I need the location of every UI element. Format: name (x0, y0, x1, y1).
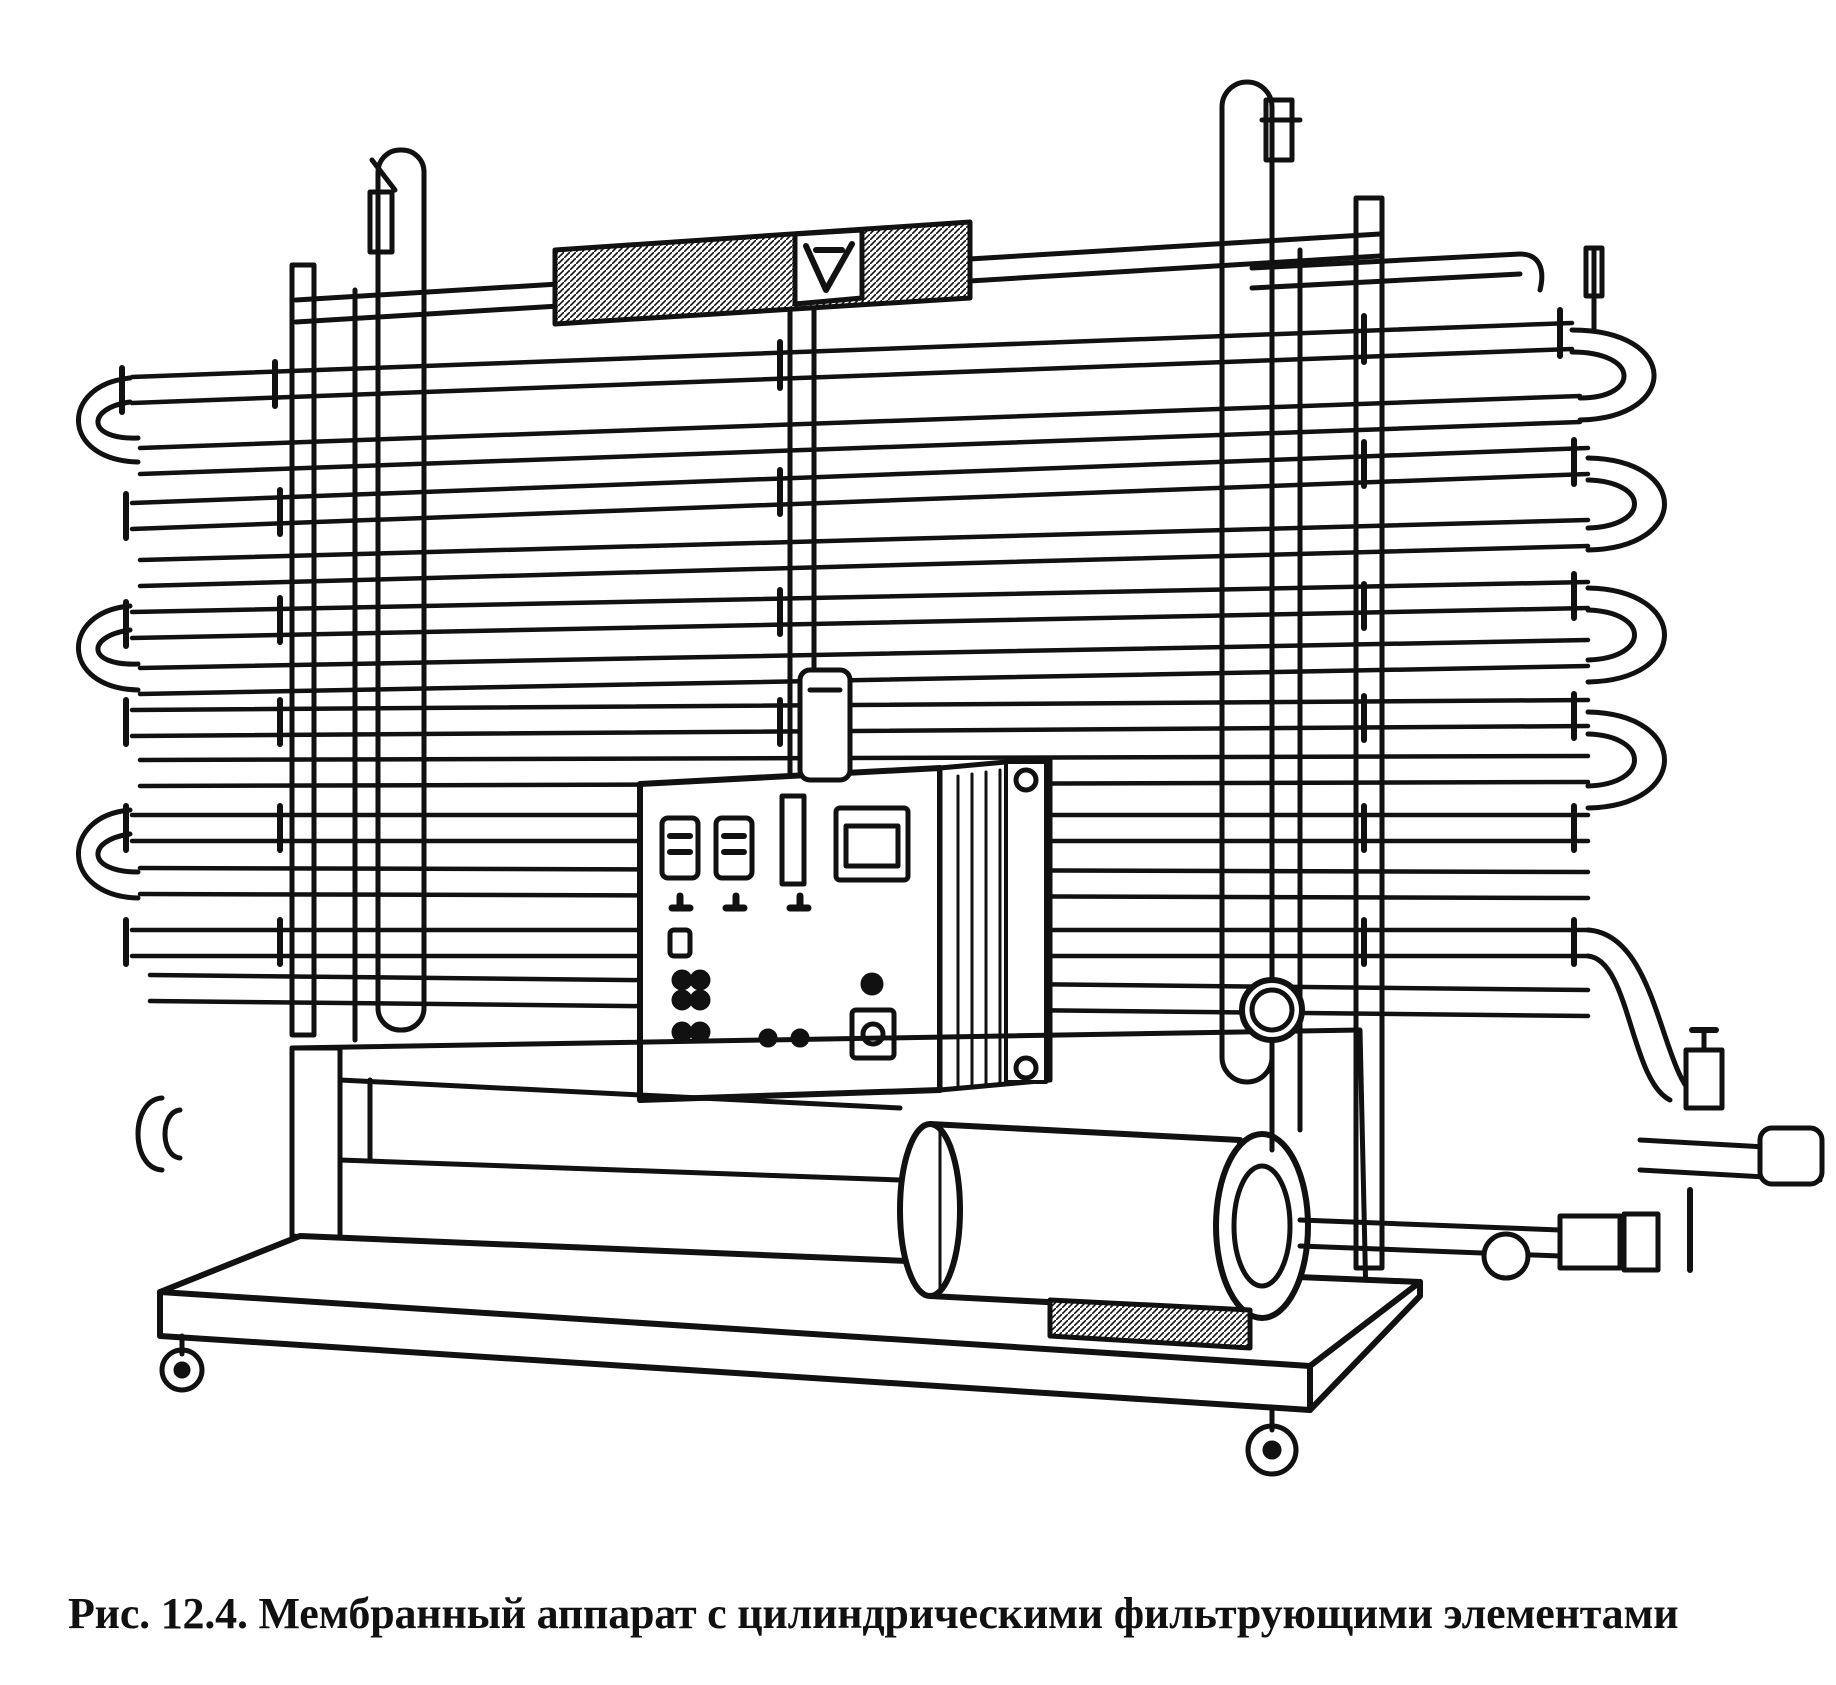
control-cabinet (637, 667, 1053, 1103)
pump-motor (897, 1121, 1311, 1351)
figure-caption: Рис. 12.4. Мембранный аппарат с цилиндри… (68, 1589, 1679, 1638)
outlet-piping (1297, 1027, 1825, 1281)
name-plate (552, 219, 973, 327)
pressure-gauge (1239, 977, 1305, 1153)
left-u-bends (76, 375, 183, 1173)
right-u-bends (1569, 327, 1703, 1103)
frame-posts (289, 79, 1385, 1271)
top-valves (367, 97, 1605, 333)
tube-flanges (119, 307, 1577, 967)
